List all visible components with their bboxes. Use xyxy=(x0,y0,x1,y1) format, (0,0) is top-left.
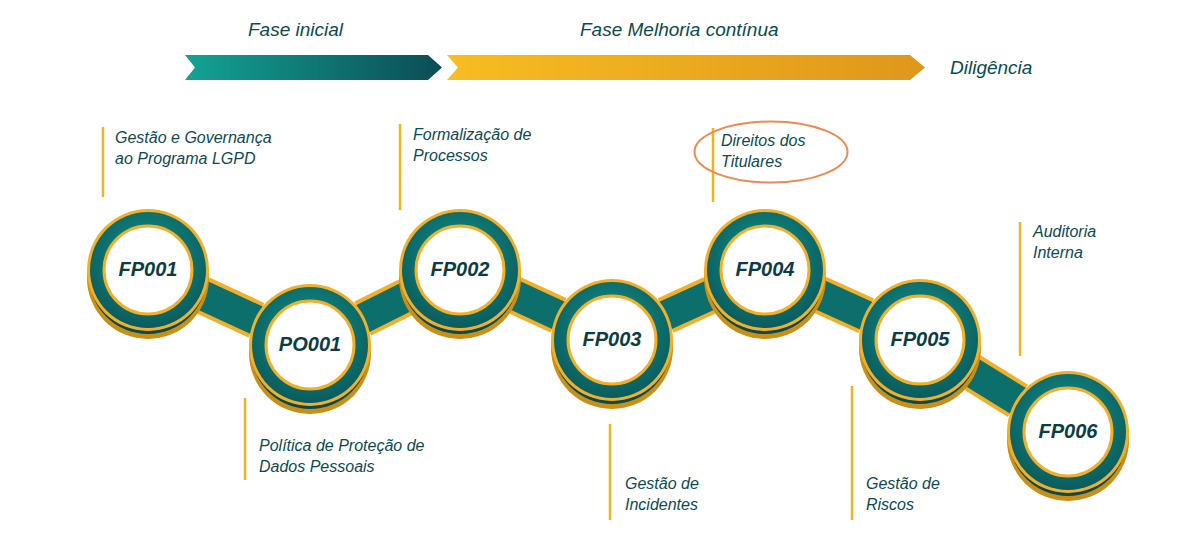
leader-line xyxy=(399,124,402,210)
ring-rim xyxy=(551,279,673,401)
phase-arrow xyxy=(185,55,442,80)
step-description: Formalização de Processos xyxy=(413,125,533,167)
ring-hole xyxy=(876,296,964,384)
leader-line xyxy=(609,424,612,520)
step-description: Auditoria Interna xyxy=(1033,222,1123,264)
ring-rim xyxy=(249,284,371,406)
phase-arrow xyxy=(447,55,925,80)
ring-band xyxy=(554,282,670,398)
chain-band xyxy=(819,294,866,315)
step-code: FP004 xyxy=(736,258,795,281)
leader-line xyxy=(1019,222,1022,356)
ring-hole xyxy=(721,226,809,314)
ring-hole xyxy=(104,226,192,314)
step-description: Política de Proteção de Dados Pessoais xyxy=(259,436,429,478)
ring-hole xyxy=(568,296,656,384)
step-ring: FP003 xyxy=(550,278,674,402)
ring-band xyxy=(707,212,823,328)
phase-label: Diligência xyxy=(950,56,1070,81)
chain-band-rim xyxy=(666,295,712,316)
chain-band xyxy=(666,295,712,316)
ring-hole xyxy=(1024,388,1112,476)
ring-band xyxy=(252,287,368,403)
step-ring: FP001 xyxy=(86,208,210,332)
ring-rim xyxy=(859,279,981,401)
chain-band-rim xyxy=(202,295,257,320)
ring-hole xyxy=(416,226,504,314)
ring-rim xyxy=(87,209,209,331)
leader-lines xyxy=(103,124,1020,520)
step-label: Direitos dos Titulares xyxy=(721,131,821,173)
leader-line xyxy=(244,398,247,480)
chain-band-rim xyxy=(819,294,866,315)
oval-shape xyxy=(693,120,849,184)
ring-band xyxy=(90,212,206,328)
step-code: FP003 xyxy=(583,328,642,351)
step-description: Gestão e Governança ao Programa LGPD xyxy=(115,128,280,170)
step-ring: FP004 xyxy=(703,208,827,332)
ring-band xyxy=(1010,374,1126,490)
ring-band xyxy=(862,282,978,398)
step-code: FP005 xyxy=(891,328,950,351)
step-code: FP006 xyxy=(1039,420,1098,443)
chain-band-rim xyxy=(363,296,407,318)
chain-band xyxy=(202,295,257,320)
step-ring: PO001 xyxy=(248,283,372,407)
ring-band xyxy=(402,212,518,328)
leader-line xyxy=(851,386,854,520)
step-ring: FP006 xyxy=(1006,370,1130,494)
ring-rim xyxy=(399,209,521,331)
step-ring: FP002 xyxy=(398,208,522,332)
step-code: PO001 xyxy=(279,333,341,356)
ring-rim xyxy=(1007,371,1129,493)
leader-line xyxy=(712,128,715,202)
step-description: Gestão de Riscos xyxy=(866,474,956,516)
chain-band-rim xyxy=(970,371,1018,401)
step-code: FP001 xyxy=(119,258,178,281)
ring-hole xyxy=(266,301,354,389)
step-ring: FP005 xyxy=(858,278,982,402)
step-description: Gestão de Incidentes xyxy=(625,474,725,516)
chain-band xyxy=(514,295,559,316)
chain-band xyxy=(970,371,1018,401)
highlight-oval: Direitos dos Titulares xyxy=(693,120,849,184)
leader-line xyxy=(102,127,105,197)
chain-band xyxy=(363,296,407,318)
step-code: FP002 xyxy=(431,258,490,281)
phase-label: Fase Melhoria contínua xyxy=(580,18,820,43)
phase-label: Fase inicial xyxy=(248,18,388,43)
oval-outline xyxy=(695,122,848,183)
ring-rim xyxy=(704,209,826,331)
chain-band-rim xyxy=(514,295,559,316)
